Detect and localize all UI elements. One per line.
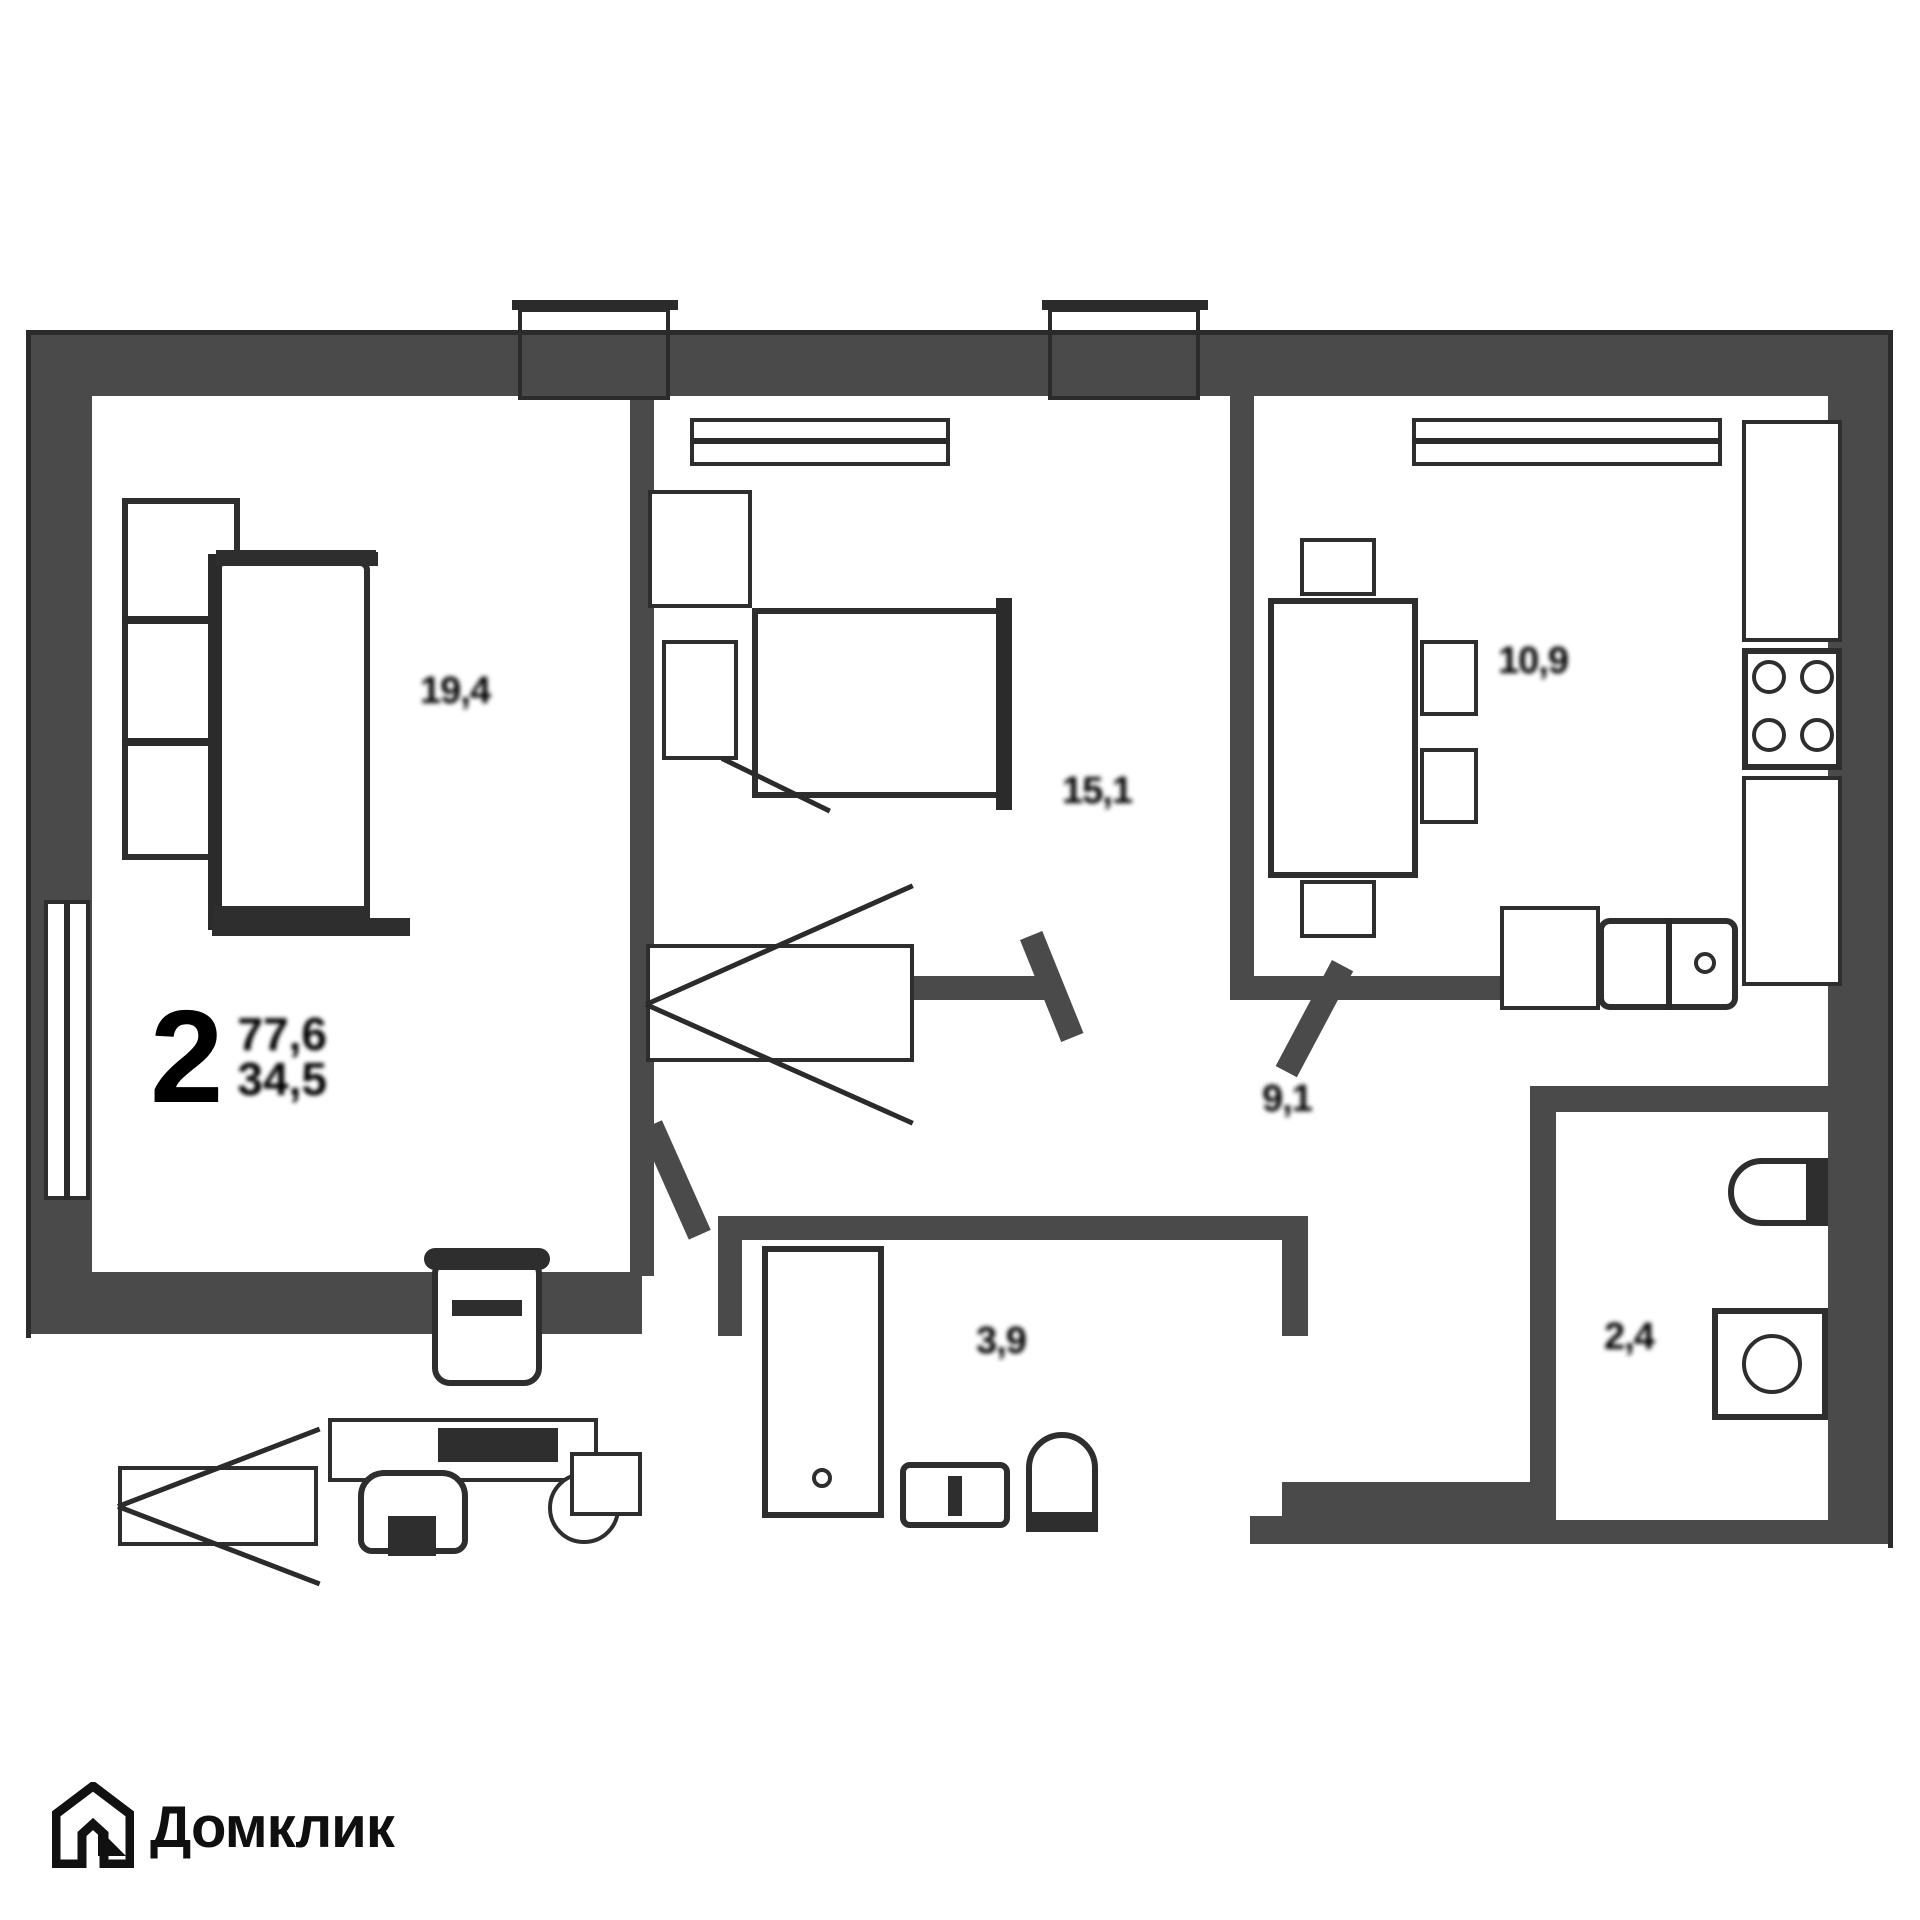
room-label-living: 19,4 <box>420 670 491 712</box>
bed-headboard <box>996 598 1012 810</box>
brand-name: Домклик <box>150 1795 395 1860</box>
house-logo-icon <box>51 1780 135 1873</box>
stove-burner-1 <box>1752 660 1786 694</box>
armchair-seat <box>388 1516 436 1556</box>
dining-chair-top <box>1300 538 1376 596</box>
kitchen-counter-top <box>1742 420 1842 642</box>
partition-wc-top <box>1530 1086 1850 1112</box>
partition-wc-left <box>1530 1086 1556 1526</box>
sofa <box>214 560 370 922</box>
bookshelf-divider-1 <box>122 616 240 624</box>
outer-trace-right <box>1888 330 1893 1548</box>
washbasin <box>900 1462 1010 1528</box>
balcony-left <box>518 308 670 400</box>
area-values: 77,6 34,5 <box>237 1007 327 1105</box>
stove-burner-4 <box>1800 718 1834 752</box>
window-kitchen-bar <box>1412 438 1722 444</box>
apartment-summary: 2 77,6 34,5 <box>150 983 327 1130</box>
desk-keyboard <box>438 1428 558 1462</box>
stove-burner-3 <box>1752 718 1786 752</box>
room-label-hall: 9,1 <box>1262 1078 1313 1120</box>
exterior-wall-top <box>30 334 1890 396</box>
partition-bedroom-kitchen <box>1230 396 1254 976</box>
kitchen-sink-cabinet <box>1500 906 1600 1010</box>
bed <box>752 608 1002 798</box>
dining-chair-bottom <box>1300 880 1376 938</box>
living-cabinet <box>118 1466 318 1546</box>
balcony-left-sill <box>512 300 678 310</box>
partition-bath-right <box>1282 1216 1308 1336</box>
partition-kitchen-hall <box>1230 976 1530 1000</box>
room-count: 2 <box>150 983 224 1130</box>
kitchen-sink-drain <box>1694 952 1716 974</box>
balcony-right <box>1048 308 1200 400</box>
wardrobe <box>646 944 914 1062</box>
window-living-bar <box>64 900 70 1200</box>
washbasin-tap <box>948 1476 962 1516</box>
dining-chair-right-upper <box>1420 640 1478 716</box>
partition-living-bedroom <box>630 396 654 976</box>
room-label-wc: 2,4 <box>1604 1316 1655 1358</box>
kitchen-counter-bottom <box>1742 776 1842 986</box>
area-living: 34,5 <box>237 1052 327 1105</box>
washing-machine-door <box>1742 1334 1802 1394</box>
room-label-bath: 3,9 <box>976 1320 1027 1362</box>
sofa-back <box>208 554 222 930</box>
kitchen-sink-divider <box>1666 918 1672 1010</box>
room-label-bedroom: 15,1 <box>1062 770 1133 812</box>
area-total: 77,6 <box>237 1007 327 1060</box>
bookshelf-divider-2 <box>122 738 240 746</box>
bicycle-frame <box>570 1452 642 1516</box>
dining-chair-right-lower <box>1420 748 1478 824</box>
office-chair <box>432 1256 542 1386</box>
outer-trace-top <box>30 330 1890 335</box>
partition-bath-top <box>718 1216 1308 1240</box>
toilet-bath-cistern <box>1026 1512 1098 1532</box>
bedroom-nook <box>648 490 752 608</box>
bathtub-drain <box>812 1468 832 1488</box>
brand-logo[interactable]: Домклик <box>51 1780 395 1873</box>
stove-burner-2 <box>1800 660 1834 694</box>
window-bedroom-bar <box>690 438 950 444</box>
outer-trace-left <box>26 330 31 1338</box>
office-chair-backrest <box>424 1248 550 1270</box>
pillow <box>662 640 738 760</box>
room-label-kitchen: 10,9 <box>1498 640 1569 682</box>
shelf-strip-bottom <box>212 918 410 936</box>
office-chair-seat <box>452 1300 522 1316</box>
balcony-right-sill <box>1042 300 1208 310</box>
dining-table <box>1268 598 1418 878</box>
washing-machine <box>1712 1308 1828 1420</box>
toilet-wc-cistern <box>1806 1158 1828 1226</box>
shelf-strip-top <box>268 552 378 566</box>
